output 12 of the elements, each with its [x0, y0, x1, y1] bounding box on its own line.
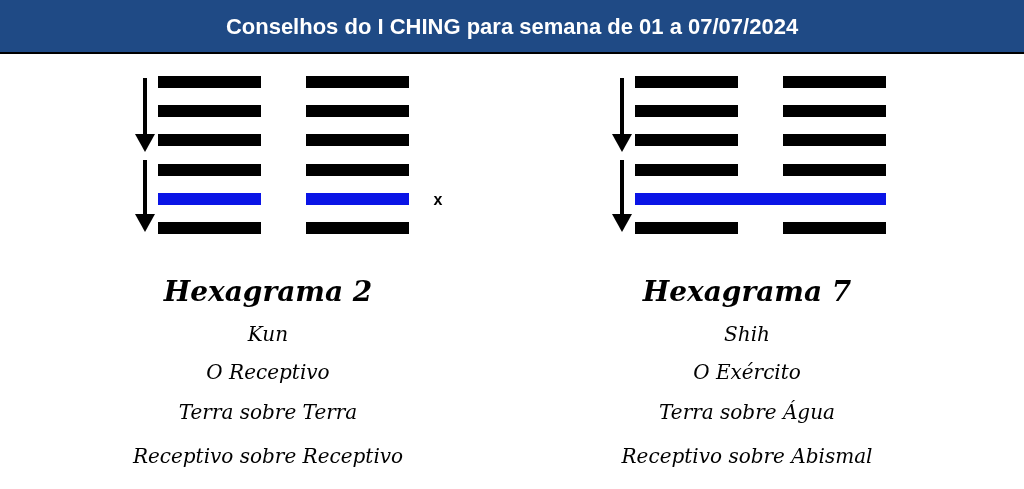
hexagram-text: Kun: [247, 324, 289, 344]
hexagram-text: Receptivo sobre Abismal: [621, 446, 873, 466]
hexagram-text: Shih: [724, 324, 770, 344]
hexagram-heading: Hexagrama 2: [163, 278, 373, 306]
hexagram-heading: Hexagrama 7: [642, 278, 852, 306]
hexagram-text: O Receptivo: [206, 362, 330, 382]
hexagram-text: O Exército: [693, 362, 801, 382]
hexagram-text: Terra sobre Terra: [178, 402, 358, 422]
title: Conselhos do I CHING para semana de 01 a 07/07/2024: [225, 12, 799, 41]
change-mark: x: [433, 192, 443, 208]
hexagram-text: Terra sobre Água: [659, 402, 835, 422]
hexagram-text: Receptivo sobre Receptivo: [132, 446, 404, 466]
